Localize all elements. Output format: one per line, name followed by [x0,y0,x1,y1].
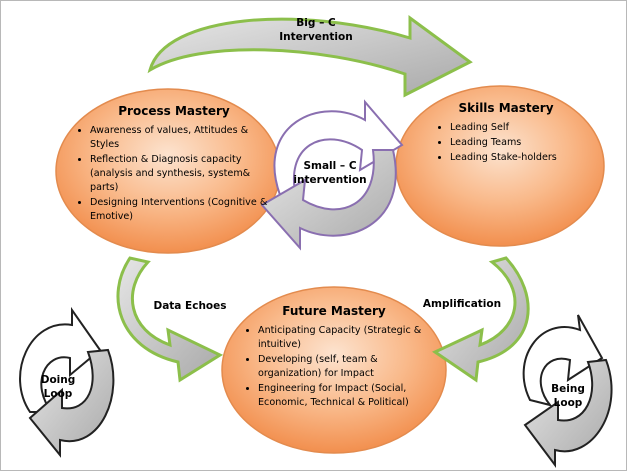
process-mastery-content: Process Mastery Awareness of values, Att… [76,104,272,225]
doing-loop-label: Doing Loop [38,373,78,401]
big-c-label-line1: Big – C [296,17,336,29]
being-loop-arrow-top [522,314,604,407]
being-loop-arrow-bottom [523,358,613,468]
being-loop-label: Being Loop [548,382,588,410]
skills-mastery-item: Leading Teams [450,136,576,150]
small-c-arrow-top [273,99,404,202]
doing-loop-label-line1: Doing [40,374,76,386]
future-mastery-item: Engineering for Impact (Social, Economic… [258,382,424,410]
future-mastery-title: Future Mastery [282,304,386,318]
data-echoes-arrow [116,256,224,383]
small-c-label-line2: intervention [293,174,367,186]
doing-loop-arrow-bottom [28,348,115,458]
skills-mastery-item: Leading Self [450,121,576,135]
future-mastery-item: Developing (self, team & organization) f… [258,353,424,381]
small-c-label-line1: Small – C [303,160,357,172]
doing-loop-arrow-top [19,306,102,413]
small-c-arrow-bottom [260,149,397,251]
future-mastery-ellipse [221,286,447,454]
future-mastery-list: Anticipating Capacity (Strategic & intui… [244,324,424,410]
amplification-arrow [431,256,530,383]
big-c-arrow [147,15,473,98]
big-c-label: Big – C Intervention [270,16,362,44]
big-c-label-line2: Intervention [279,31,353,43]
data-echoes-label: Data Echoes [153,300,227,312]
process-mastery-title: Process Mastery [118,104,230,118]
skills-mastery-content: Skills Mastery Leading Self Leading Team… [436,101,576,166]
being-loop-label-line1: Being [551,383,585,395]
being-loop-label-line2: Loop [553,397,583,409]
process-mastery-item: Awareness of values, Attitudes & Styles [90,124,272,152]
process-mastery-item: Reflection & Diagnosis capacity (analysi… [90,153,272,195]
skills-mastery-list: Leading Self Leading Teams Leading Stake… [436,121,576,165]
skills-mastery-item: Leading Stake-holders [450,151,576,165]
doing-loop-label-line2: Loop [43,388,73,400]
future-mastery-content: Future Mastery Anticipating Capacity (St… [244,304,424,411]
skills-mastery-title: Skills Mastery [458,101,554,115]
future-mastery-item: Anticipating Capacity (Strategic & intui… [258,324,424,352]
process-mastery-list: Awareness of values, Attitudes & Styles … [76,124,272,224]
small-c-label: Small – C intervention [290,159,370,187]
process-mastery-item: Designing Interventions (Cognitive & Emo… [90,196,272,224]
amplification-label: Amplification [422,298,502,310]
